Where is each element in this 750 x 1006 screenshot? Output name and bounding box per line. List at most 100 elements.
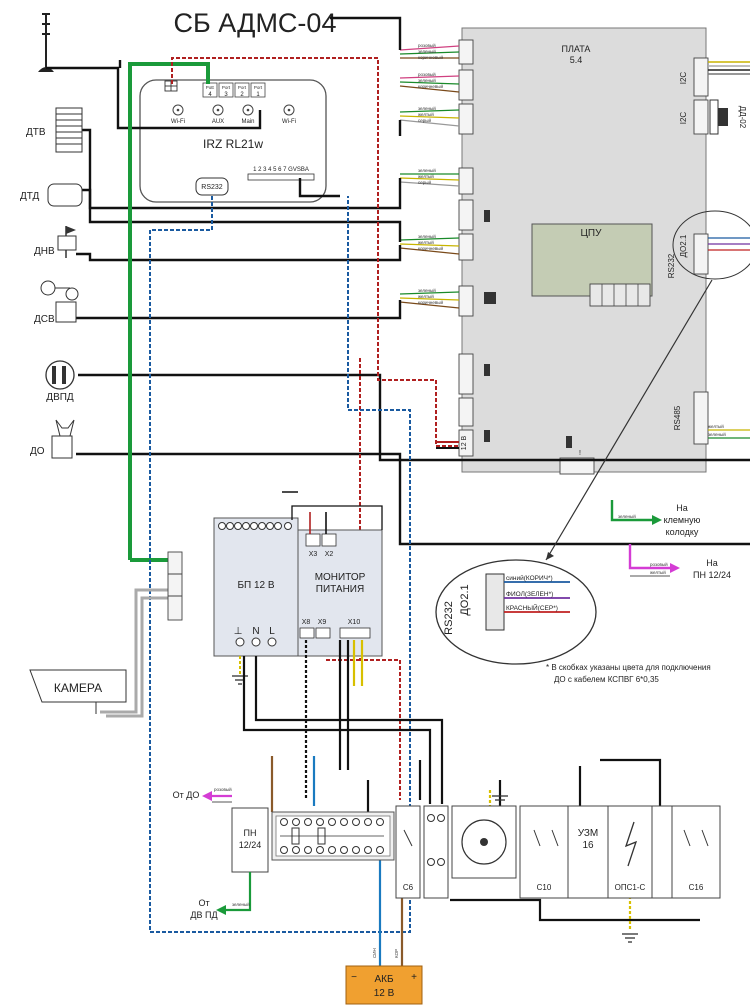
board-connector-5 [458, 199, 474, 231]
wire-label: розовый [418, 71, 436, 77]
board-connector-4 [458, 167, 474, 195]
ground-icon [232, 675, 248, 685]
rs232-callout-zoom: синий(КОРИЧ*) ФИОЛ(ЗЕЛЕН*) КРАСНЫЙ(СЕР*)… [435, 559, 597, 665]
router-port-label: Port [222, 85, 231, 90]
wire-label: зеленый [232, 901, 250, 907]
power-lines-lower [242, 640, 700, 966]
rs485-connector [693, 391, 709, 445]
c6-label: С6 [403, 883, 414, 892]
wire-label: зеленый [418, 167, 436, 173]
wire-label: зеленый [708, 431, 726, 437]
board-connector-7 [458, 285, 474, 317]
wire-label: зеленый [618, 513, 636, 519]
sensor-dtd-label: ДТД [20, 191, 40, 202]
router-port-label: Port [238, 85, 247, 90]
sensor-dsv: ДСВ [34, 280, 79, 325]
board-connector-1 [458, 39, 474, 65]
ops-label: ОПС1-С [615, 883, 646, 892]
svg-text:+: + [411, 972, 417, 983]
ops1-c: ОПС1-С [607, 805, 653, 899]
sensor-dvpd: ДВПД [45, 360, 75, 403]
callout-wire-label: ФИОЛ(ЗЕЛЕН*) [506, 591, 553, 598]
battery-12v: АКБ 12 В − + [345, 965, 423, 1005]
x9-label: X9 [318, 619, 327, 626]
dd02-label: ДД-02 [738, 106, 747, 129]
wifi-label: Wi-Fi [282, 119, 296, 125]
svg-text:−: − [351, 972, 357, 983]
router-port-label: Port [254, 85, 263, 90]
board-bottom-connector [559, 457, 595, 475]
breaker-c10: С10 [519, 805, 569, 899]
i2c-connector-2 [693, 99, 709, 135]
cpu-label: ЦПУ [581, 228, 603, 239]
router-terminal-block [247, 173, 315, 181]
rs232-callout-small [545, 210, 750, 561]
psu-n-label: N [252, 626, 259, 637]
router-poe-label: PoE [206, 85, 215, 90]
power-monitor: МОНИТОР ПИТАНИЯ X3 X2 X8 X9 X10 [297, 529, 383, 657]
i2c-label: I2C [679, 72, 688, 85]
board-wire-bundles [399, 45, 460, 309]
uzm-16: УЗМ 16 [567, 805, 609, 899]
router-terminals-label: 1 2 3 4 5 6 7 GVSBA [253, 167, 309, 173]
camera-label: КАМЕРА [54, 681, 102, 695]
sensor-do-label: ДО [30, 446, 45, 457]
psu-label: БП 12 В [237, 580, 274, 591]
main-label: Main [241, 119, 254, 125]
controller-board: ПЛАТА 5.4 ЦПУ 12 В ! [458, 27, 709, 475]
i2c-label: I2C [679, 112, 688, 125]
board-label: ПЛАТА [562, 44, 591, 54]
rs232-label: RS232 [667, 253, 676, 278]
socket-icon [451, 805, 517, 879]
battery-label: 12 В [374, 988, 395, 999]
wire-label: зеленый [418, 77, 436, 83]
rs232-connector [693, 233, 709, 275]
camera: КАМЕРА [29, 669, 127, 714]
wire-label: розовый [214, 786, 232, 792]
pn-label: ПН [244, 828, 257, 838]
router-port-number: 3 [224, 92, 228, 98]
board-connector-6 [458, 233, 474, 261]
battery-label: АКБ [374, 974, 393, 985]
callout-wire-label: КРАСНЫЙ(СЕР*) [506, 603, 558, 612]
wire-label: зеленый [418, 287, 436, 293]
from-do-label: От ДО [173, 790, 200, 800]
dd02-sensor: ДД-02 [709, 99, 747, 135]
x10-label: X10 [348, 619, 361, 626]
dest-klem: колодку [666, 527, 699, 537]
poe-cable-green [128, 62, 210, 560]
aux-label: AUX [212, 119, 224, 125]
monitor-x2-connector [321, 533, 337, 547]
monitor-x3-connector [305, 533, 321, 547]
wire-label: розовый [418, 42, 436, 48]
wire-label: желтый [418, 111, 434, 117]
wire-label: серый [418, 117, 431, 123]
cpu-connector [589, 283, 651, 307]
breaker-c6: С6 [395, 805, 421, 899]
router-name: IRZ RL21w [203, 137, 263, 151]
sensor-dnv-label: ДНВ [34, 246, 55, 257]
x3-label: X3 [309, 551, 318, 558]
from-dvpd-label: ДВ ПД [190, 910, 217, 920]
c16-label: С16 [689, 883, 704, 892]
psu-terminals [218, 522, 292, 530]
sensor-dvpd-label: ДВПД [46, 392, 74, 403]
wire-label: СИН [372, 948, 377, 958]
wire-label: коричневый [418, 245, 443, 251]
power-cable-red [171, 57, 459, 447]
ground-icon [492, 795, 508, 801]
psu-ground-label: ⊥ [234, 626, 243, 637]
wire-label: зеленый [418, 233, 436, 239]
router-rs232-port [195, 177, 229, 196]
wire-label: желтый [418, 173, 434, 179]
uzm-label: УЗМ [578, 828, 599, 839]
wifi-label: Wi-Fi [171, 119, 185, 125]
wire-label: КОР [394, 949, 399, 958]
dest-klem: На [676, 503, 688, 513]
wire-label: желтый [650, 569, 666, 575]
dest-pn: На [706, 558, 718, 568]
router-port-3 [218, 82, 234, 98]
note-line-1: * В скобках указаны цвета для подключени… [546, 663, 711, 672]
wire-label: зеленый [418, 105, 436, 111]
callout-do2-label: ДО2.1 [459, 584, 471, 615]
